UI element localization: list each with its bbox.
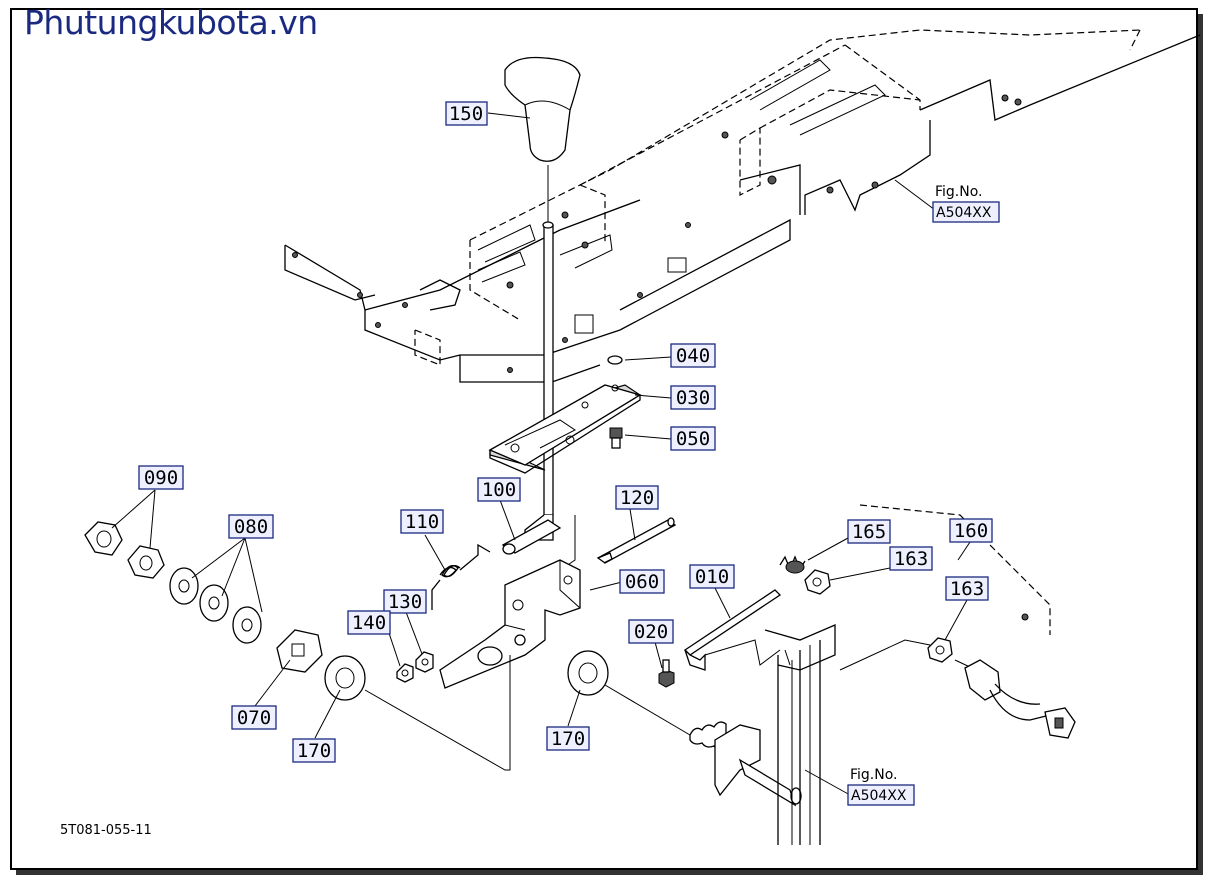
label-050[interactable]: 050 <box>670 426 716 451</box>
label-130-text: 130 <box>388 591 422 613</box>
label-140[interactable]: 140 <box>347 610 391 635</box>
label-170-right[interactable]: 170 <box>546 726 590 751</box>
label-090-text: 090 <box>144 467 178 489</box>
label-050-text: 050 <box>676 428 710 450</box>
label-150-text: 150 <box>449 103 483 125</box>
nut-140 <box>396 663 414 683</box>
label-160-text: 160 <box>954 520 988 542</box>
label-165[interactable]: 165 <box>847 519 891 544</box>
washer-170-right <box>567 650 609 696</box>
label-060[interactable]: 060 <box>619 569 665 594</box>
label-030[interactable]: 030 <box>670 385 716 410</box>
label-163-a[interactable]: 163 <box>889 546 933 571</box>
switch-group-box <box>859 504 1051 635</box>
diagram-code: 5T081-055-11 <box>60 823 152 838</box>
fig-ref-upper-line1: Fig.No. <box>935 184 983 200</box>
fig-ref-lower[interactable]: Fig.No. A504XX <box>847 767 915 806</box>
label-140-text: 140 <box>352 612 386 634</box>
assembly-line-left <box>364 655 511 771</box>
frame-shadow-bottom <box>16 870 1203 875</box>
label-170-left[interactable]: 170 <box>292 738 336 763</box>
pin-120 <box>596 517 677 564</box>
label-020-text: 020 <box>634 621 668 643</box>
label-163-b[interactable]: 163 <box>945 576 989 601</box>
leader-lines <box>111 112 971 796</box>
label-163-b-text: 163 <box>950 578 984 600</box>
diagram-frame <box>10 8 1198 870</box>
label-040[interactable]: 040 <box>670 343 716 368</box>
label-010[interactable]: 010 <box>689 564 735 589</box>
label-120[interactable]: 120 <box>615 485 659 510</box>
label-060-text: 060 <box>625 571 659 593</box>
shaft <box>689 721 802 807</box>
switch-160 <box>954 613 1076 739</box>
pipe-100 <box>501 519 562 555</box>
label-040-text: 040 <box>676 345 710 367</box>
label-110[interactable]: 110 <box>400 509 444 534</box>
arm-bracket-060 <box>439 559 581 689</box>
spring-110 <box>431 543 491 610</box>
label-170-left-text: 170 <box>297 740 331 762</box>
washer-040 <box>607 355 623 365</box>
label-170-right-text: 170 <box>551 728 585 750</box>
label-165-text: 165 <box>852 521 886 543</box>
label-090[interactable]: 090 <box>138 465 184 490</box>
label-130[interactable]: 130 <box>383 589 427 614</box>
label-070-text: 070 <box>237 707 271 729</box>
lever-rod <box>524 165 554 541</box>
frame-shadow-right <box>1198 14 1203 874</box>
label-070[interactable]: 070 <box>231 705 277 730</box>
label-020[interactable]: 020 <box>628 619 674 644</box>
label-120-text: 120 <box>620 487 654 509</box>
fig-ref-lower-line1: Fig.No. <box>850 767 898 783</box>
label-100[interactable]: 100 <box>477 477 521 502</box>
label-150[interactable]: 150 <box>445 101 488 126</box>
support-column <box>764 624 836 845</box>
upper-frame <box>284 29 1201 383</box>
fig-ref-upper[interactable]: Fig.No. A504XX <box>932 184 1000 223</box>
label-080-text: 080 <box>234 516 268 538</box>
washer-080-b <box>199 584 229 622</box>
label-110-text: 110 <box>405 511 439 533</box>
watermark: Phutungkubota.vn <box>24 3 318 42</box>
shift-knob <box>504 56 581 162</box>
fig-ref-upper-line2: A504XX <box>936 205 992 221</box>
label-030-text: 030 <box>676 387 710 409</box>
label-010-text: 010 <box>695 566 729 588</box>
nut-090-a <box>84 521 123 556</box>
switch-link-line <box>839 639 931 671</box>
label-163-a-text: 163 <box>894 548 928 570</box>
washer-080-a <box>169 567 199 605</box>
shaft-axis-line <box>604 684 691 736</box>
label-100-text: 100 <box>482 479 516 501</box>
bolt-020 <box>658 659 675 688</box>
fig-ref-lower-line2: A504XX <box>851 788 907 804</box>
plate-070 <box>276 629 323 673</box>
washer-170-left <box>324 655 366 701</box>
nut-090-b <box>127 545 165 579</box>
spring-165 <box>779 555 806 574</box>
label-080[interactable]: 080 <box>228 514 274 539</box>
washer-080-c <box>232 606 262 644</box>
nut-163-a <box>804 569 831 595</box>
nut-163-b <box>927 637 953 663</box>
bolt-050 <box>609 427 623 449</box>
label-160[interactable]: 160 <box>949 518 993 543</box>
bracket-010 <box>683 589 782 671</box>
nut-130 <box>415 651 434 673</box>
